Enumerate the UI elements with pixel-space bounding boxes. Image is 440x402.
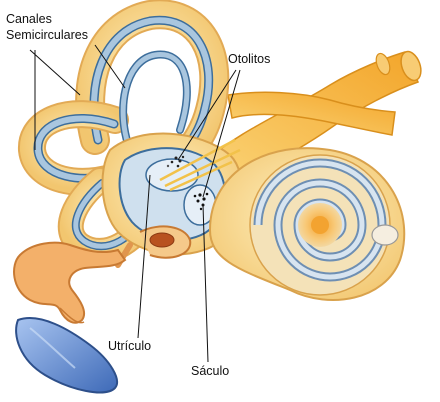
label-canales: Canales bbox=[6, 12, 52, 26]
semicircular-canals bbox=[18, 0, 230, 264]
leader-canales-1 bbox=[29, 49, 81, 96]
leader-saculo bbox=[202, 204, 209, 363]
round-window bbox=[371, 224, 399, 246]
cochlea bbox=[208, 147, 406, 301]
leader-otolitos-1 bbox=[177, 69, 237, 161]
label-saculo: Sáculo bbox=[191, 364, 230, 378]
vestibule bbox=[101, 132, 243, 256]
vestibulocochlear-nerve bbox=[198, 50, 422, 191]
label-otolitos: Otolitos bbox=[228, 52, 271, 66]
otoliths bbox=[166, 155, 209, 211]
leader-lines bbox=[29, 44, 241, 363]
leader-canales-3 bbox=[94, 44, 126, 89]
label-utriculo: Utrículo bbox=[108, 339, 152, 353]
leader-utriculo bbox=[137, 174, 151, 339]
ossicles bbox=[13, 241, 127, 324]
eardrum bbox=[15, 317, 118, 394]
label-semicirculares: Semicirculares bbox=[6, 28, 88, 42]
leader-otolitos-2 bbox=[202, 69, 241, 198]
